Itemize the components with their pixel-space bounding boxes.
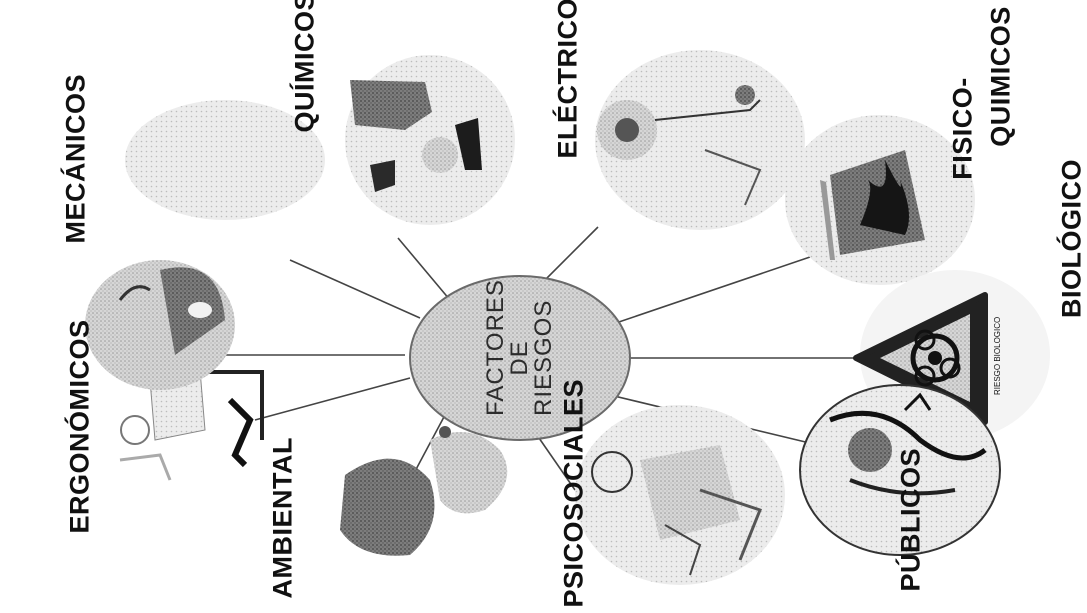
connector-fisico-quimicos (609, 256, 811, 326)
chemical-hazard-icon (345, 55, 515, 225)
center-line-3: RIESGOS (530, 299, 557, 416)
label-fisico-quimicos-line1: FISICO- (947, 77, 978, 180)
fire-hazard-icon (785, 115, 975, 285)
label-ambiental: AMBIENTAL (267, 437, 298, 599)
label-fisico-quimicos-line2: QUIMICOS (985, 6, 1016, 147)
label-mecanicos: MECÁNICOS (60, 73, 91, 244)
connector-quimicos (397, 237, 451, 301)
label-electricos: ELÉCTRICOS (552, 0, 583, 159)
label-psicosociales: PSICOSOCIALES (558, 378, 589, 608)
biohazard-sign-text: RIESGO BIOLOGICO (993, 317, 1002, 395)
electric-hazard-icon (595, 50, 805, 230)
connector-mecanicos (289, 259, 421, 319)
environmental-icon (340, 426, 508, 556)
center-ellipse (409, 275, 631, 441)
center-line-1: FACTORES (482, 279, 509, 416)
psychosocial-icon (575, 405, 785, 585)
public-risk-icon (799, 384, 1001, 556)
label-biologico: BIOLÓGICO (1056, 159, 1087, 318)
label-ergonomicos: ERGONÓMICOS (64, 319, 95, 534)
connector-ambiental (254, 377, 411, 421)
mechanical-hazard-icon (85, 100, 325, 390)
label-quimicos: QUÍMICOS (289, 0, 320, 133)
label-publicos: PÚBLICOS (895, 447, 926, 592)
biohazard-icon: RIESGO BIOLOGICO (853, 270, 1050, 440)
center-line-2: DE (506, 340, 533, 376)
